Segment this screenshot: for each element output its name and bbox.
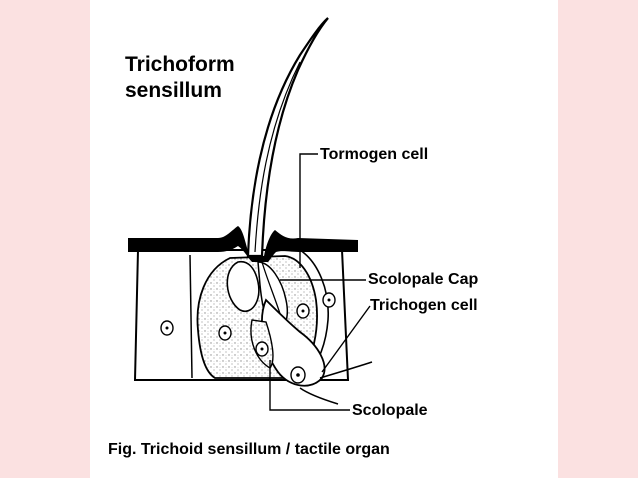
label-scolopale: Scolopale — [352, 402, 428, 419]
axon — [319, 361, 373, 379]
diagram-title: Trichoform sensillum — [125, 52, 235, 104]
label-tormogen-cell: Tormogen cell — [320, 146, 429, 163]
title-line-1: Trichoform — [125, 53, 235, 76]
label-trichogen-cell: Trichogen cell — [370, 297, 478, 314]
trichogen-leader — [321, 305, 371, 373]
socket-cavity — [226, 260, 260, 313]
leader-lines — [269, 153, 371, 411]
cuticle — [128, 226, 358, 262]
nuclei — [160, 292, 336, 384]
title-line-2: sensillum — [125, 79, 222, 102]
figure-caption: Fig. Trichoid sensillum / tactile organ — [108, 441, 390, 458]
tormogen-leader — [299, 153, 318, 268]
axon-lower — [299, 387, 339, 405]
label-scolopale-cap: Scolopale Cap — [368, 271, 479, 288]
cell-wall-left — [189, 254, 193, 379]
hair-lumen — [254, 61, 301, 253]
hair-shaft — [246, 17, 329, 258]
scolopale-leader — [269, 360, 350, 411]
